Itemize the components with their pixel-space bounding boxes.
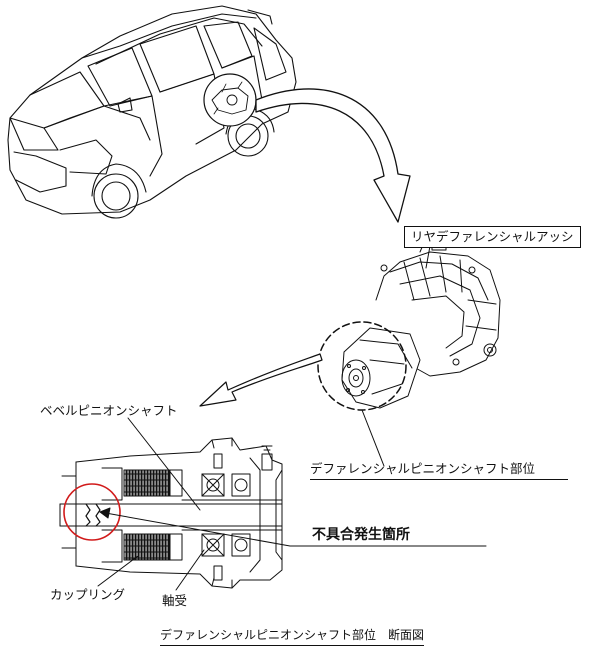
zoom-circle-car (203, 73, 257, 127)
label-coupling: カップリング (50, 587, 126, 602)
big-curved-arrow (255, 88, 411, 223)
label-caption: デファレンシャルピニオンシャフト部位 断面図 (160, 628, 425, 646)
label-defect-location: 不具合発生箇所 (312, 527, 410, 543)
label-rear-diff-assy: リヤデファレンシャルアッシ (404, 226, 581, 248)
defect-highlight-circle (63, 483, 121, 541)
label-bevel-pinion-shaft: ベベルピニオンシャフト (40, 403, 178, 418)
section-leaders (97, 417, 487, 591)
leader-pinion-area (361, 409, 385, 467)
label-bearing: 軸受 (162, 593, 188, 608)
section-arrow (199, 353, 323, 407)
label-pinion-shaft-area: デファレンシャルピニオンシャフト部位 (310, 462, 568, 480)
cross-section-icon (59, 437, 283, 589)
leader-rear-diff (425, 245, 431, 269)
